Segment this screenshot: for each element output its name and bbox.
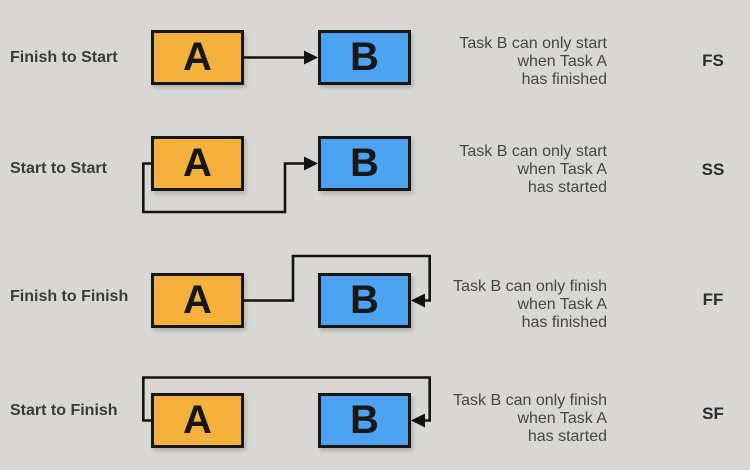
description-ss-line1: Task B can only start: [459, 143, 607, 160]
abbr-fs: FS: [702, 51, 724, 70]
fs-connector: [244, 50, 318, 65]
description-fs: Task B can only start when Task A has fi…: [387, 35, 607, 89]
description-fs-line2: when Task A: [517, 53, 607, 70]
description-ff: Task B can only finish when Task A has f…: [387, 278, 607, 332]
description-sf-line2: when Task A: [517, 410, 607, 427]
row-label-finish-to-finish: Finish to Finish: [10, 288, 129, 305]
row-label-start-to-finish: Start to Finish: [10, 402, 118, 419]
task-b-box-ff: B: [318, 273, 411, 328]
task-b-box-fs: B: [318, 30, 411, 85]
description-ss-line3: has started: [527, 179, 607, 196]
description-ff-line1: Task B can only finish: [453, 278, 607, 295]
description-sf-line3: has started: [527, 428, 607, 445]
ss-arrowhead-icon: [304, 156, 318, 171]
task-a-box-fs: A: [151, 30, 244, 85]
description-ff-line3: has finished: [521, 314, 607, 331]
task-a-box-ff: A: [151, 273, 244, 328]
description-ss-line2: when Task A: [517, 161, 607, 178]
fs-arrowhead-icon: [304, 50, 318, 65]
abbr-ff: FF: [702, 290, 724, 309]
description-fs-line3: has finished: [521, 71, 607, 88]
description-ss: Task B can only start when Task A has st…: [387, 143, 607, 197]
abbr-sf: SF: [702, 404, 724, 423]
row-label-start-to-start: Start to Start: [10, 160, 107, 177]
description-sf: Task B can only finish when Task A has s…: [387, 392, 607, 446]
task-b-box-sf: B: [318, 393, 411, 448]
description-sf-line1: Task B can only finish: [453, 392, 607, 409]
description-fs-line1: Task B can only start: [459, 35, 607, 52]
description-ff-line2: when Task A: [517, 296, 607, 313]
task-b-box-ss: B: [318, 136, 411, 191]
row-label-finish-to-start: Finish to Start: [10, 49, 118, 66]
task-a-box-ss: A: [151, 136, 244, 191]
task-a-box-sf: A: [151, 393, 244, 448]
abbr-ss: SS: [701, 160, 725, 179]
